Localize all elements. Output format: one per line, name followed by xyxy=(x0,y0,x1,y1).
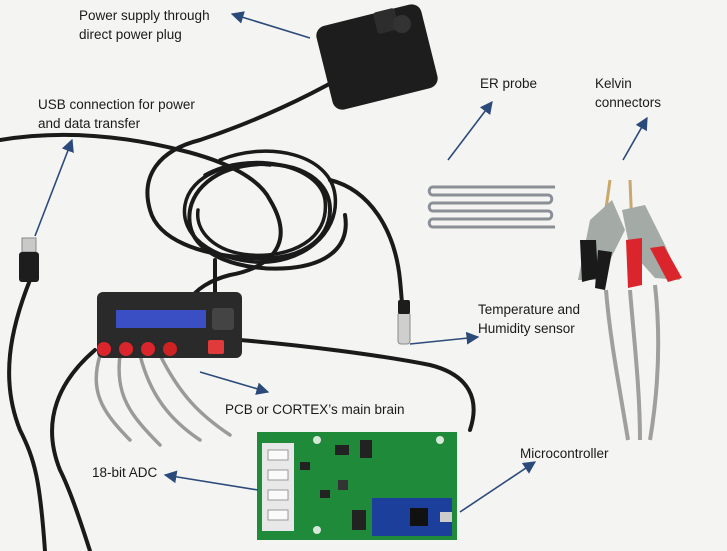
arrow-kelvin xyxy=(622,116,648,161)
main-device xyxy=(97,292,242,358)
temperature-sensor xyxy=(397,300,411,345)
er-probe xyxy=(427,185,555,229)
arrow-er-probe xyxy=(447,100,493,161)
lower-cable xyxy=(50,348,97,551)
arrow-power-supply xyxy=(230,11,311,39)
pcb-output-cable xyxy=(238,338,476,432)
label-kelvin: Kelvin connectors xyxy=(595,76,662,110)
label-er-probe: ER probe xyxy=(480,76,538,91)
arrow-usb xyxy=(34,138,74,237)
label-power-supply: Power supply through direct power plug xyxy=(79,8,210,42)
label-pcb: PCB or CORTEX’s main brain xyxy=(225,402,405,417)
coil-2 xyxy=(196,160,328,258)
label-adc: 18-bit ADC xyxy=(92,465,158,480)
annotation-arrows xyxy=(34,11,648,513)
arrow-temp xyxy=(409,331,480,345)
coil-1 xyxy=(182,149,338,264)
arrow-adc xyxy=(163,470,259,491)
power-adapter xyxy=(316,4,438,110)
label-microcontroller: Microcontroller xyxy=(520,446,609,461)
cables xyxy=(0,76,476,551)
usb-plug xyxy=(19,237,39,282)
sensor-cable xyxy=(328,178,406,320)
usb-cable xyxy=(0,132,283,302)
arrow-microcontroller xyxy=(459,461,537,513)
pcb-board xyxy=(257,432,457,540)
kelvin-connectors xyxy=(578,179,682,441)
arrow-pcb xyxy=(199,371,270,395)
usb-cable-tail xyxy=(7,278,47,551)
grey-leads xyxy=(94,353,232,447)
power-cable xyxy=(145,76,348,271)
label-temp-humidity: Temperature and Humidity sensor xyxy=(478,302,581,336)
label-usb: USB connection for power and data transf… xyxy=(38,97,195,131)
